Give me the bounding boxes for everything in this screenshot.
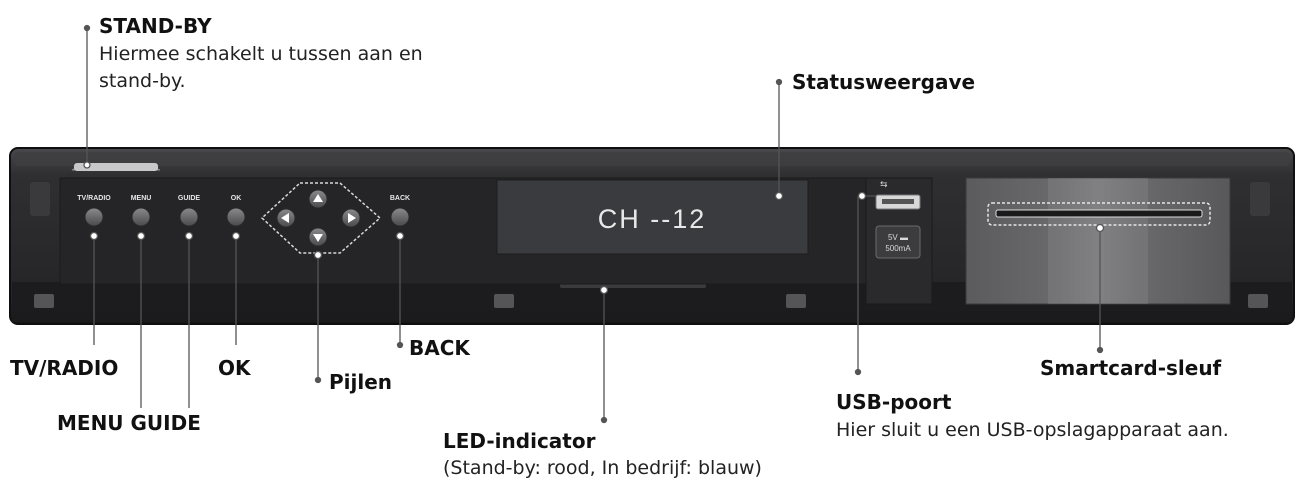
led-desc: (Stand-by: rood, In bedrijf: blauw) (443, 457, 762, 479)
arrow-down-icon (313, 234, 323, 242)
menu-button-label: MENU (130, 195, 152, 202)
smartcard-panel (965, 177, 1231, 305)
guide-button[interactable] (179, 207, 199, 227)
ok-button-label: OK (230, 195, 242, 202)
foot (786, 294, 806, 308)
menu-button[interactable] (131, 207, 151, 227)
arrow-left-icon (281, 213, 289, 223)
back-button-label: BACK (389, 195, 411, 202)
usb-symbol-icon: ⇆ (880, 180, 888, 190)
smartcard-title: Smartcard-sleuf (1040, 356, 1222, 380)
status-display (496, 179, 809, 255)
usb-title: USB-poort (836, 390, 952, 414)
display-text: CH --12 (598, 204, 707, 234)
foot (494, 294, 514, 308)
menu-guide-title: MENU GUIDE (57, 411, 201, 435)
usb-power-text: 5V ▬ (888, 233, 908, 242)
right-vent (1250, 182, 1270, 216)
tvradio-button[interactable] (84, 207, 104, 227)
smartcard-highlight (1048, 178, 1148, 304)
back-title: BACK (409, 336, 470, 360)
arrow-pad-outline (260, 182, 382, 254)
arrow-up-icon (313, 194, 323, 202)
back-button[interactable] (390, 207, 410, 227)
front-buttons (84, 207, 410, 227)
arrow-pad (260, 182, 382, 254)
usb-desc: Hier sluit u een USB-opslagapparaat aan. (836, 419, 1229, 441)
usb-port-slot (882, 199, 914, 204)
callout-lines (83, 24, 1105, 424)
usb-power-badge (875, 225, 921, 259)
tvradio-title: TV/RADIO (10, 356, 119, 380)
smartcard-slot[interactable] (995, 209, 1203, 218)
ok-title: OK (218, 356, 251, 380)
led-title: LED-indicator (443, 429, 596, 453)
standby-desc-line1: Hiermee schakelt u tussen aan en (99, 43, 423, 65)
standby-desc-line2: stand-by. (99, 70, 186, 92)
guide-button-label: GUIDE (177, 195, 201, 202)
foot (1248, 294, 1268, 308)
standby-title: STAND-BY (99, 14, 212, 38)
arrow-right-icon (348, 213, 356, 223)
left-vent (30, 182, 50, 216)
foot (34, 294, 54, 308)
status-title: Statusweergave (792, 70, 976, 94)
arrows-title: Pijlen (329, 370, 393, 394)
ok-button[interactable] (226, 207, 246, 227)
tvradio-button-label: TV/RADIO (77, 195, 111, 202)
usb-power-text-2: 500mA (885, 244, 911, 253)
standby-button-face[interactable] (74, 163, 158, 171)
